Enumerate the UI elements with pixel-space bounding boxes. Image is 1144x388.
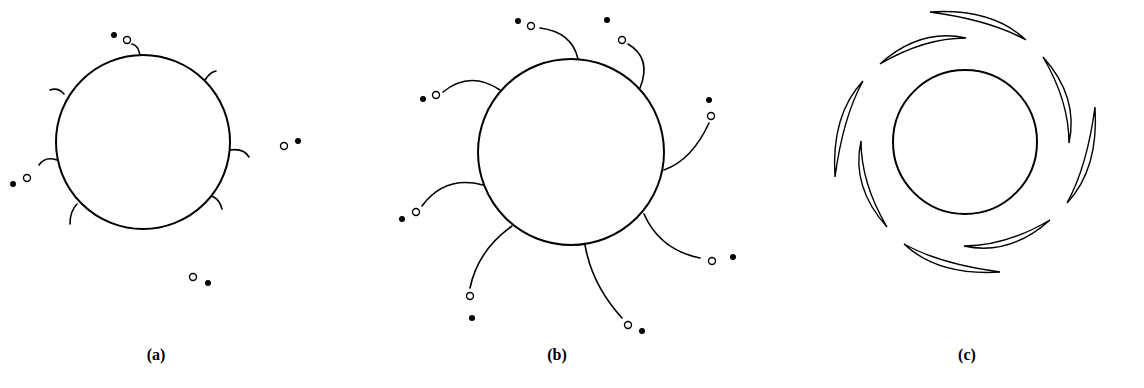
blade-pair bbox=[904, 220, 1050, 272]
blade-pair bbox=[1043, 57, 1095, 203]
particle-core bbox=[893, 70, 1037, 214]
particle-core bbox=[56, 55, 230, 229]
panel-label: (b) bbox=[547, 345, 567, 364]
panel-label: (a) bbox=[147, 345, 166, 364]
panel-label: (c) bbox=[958, 345, 976, 364]
end-groups bbox=[11, 18, 736, 334]
blade-pair bbox=[835, 81, 887, 227]
long-chains bbox=[422, 28, 709, 318]
blade-pair bbox=[880, 12, 1026, 64]
short-chains bbox=[39, 44, 249, 224]
particle-core bbox=[478, 59, 664, 245]
